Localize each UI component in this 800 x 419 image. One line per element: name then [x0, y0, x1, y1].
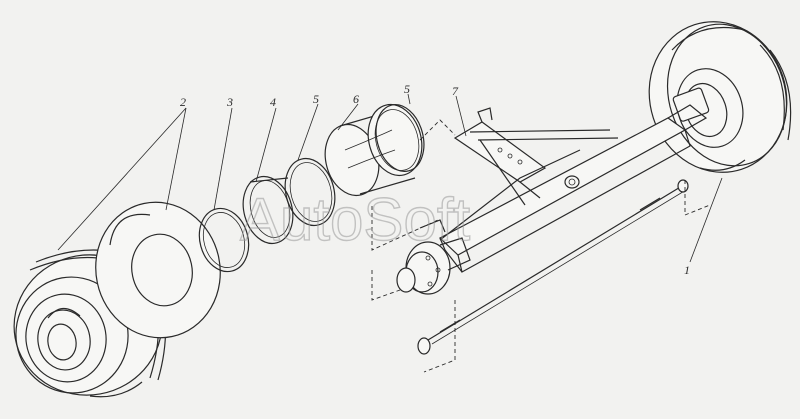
callout-5-ring: 5: [313, 92, 319, 106]
part-7-bracket: [453, 107, 619, 206]
assembly-guides: [371, 119, 711, 373]
watermark-text: AutoSoft: [240, 186, 470, 253]
leader-lines: [57, 93, 723, 263]
callout-4: 4: [270, 95, 276, 109]
steering-link: [439, 149, 581, 241]
part-1-axle-beam: [438, 104, 708, 273]
callout-2: 2: [180, 95, 186, 109]
left-hub-assembly: [396, 219, 471, 295]
part-2-inner-tube: [95, 201, 221, 339]
callout-7: 7: [452, 84, 459, 98]
callout-6: 6: [353, 92, 359, 106]
callout-1: 1: [684, 263, 690, 277]
tie-rod: [417, 179, 689, 355]
right-wheel: [648, 21, 792, 173]
part-3-lock-ring: [198, 207, 250, 273]
callout-3: 3: [226, 95, 233, 109]
part-5-ring: [284, 157, 336, 227]
part-6-rim: [324, 103, 425, 197]
callout-5-rim: 5: [404, 82, 410, 96]
